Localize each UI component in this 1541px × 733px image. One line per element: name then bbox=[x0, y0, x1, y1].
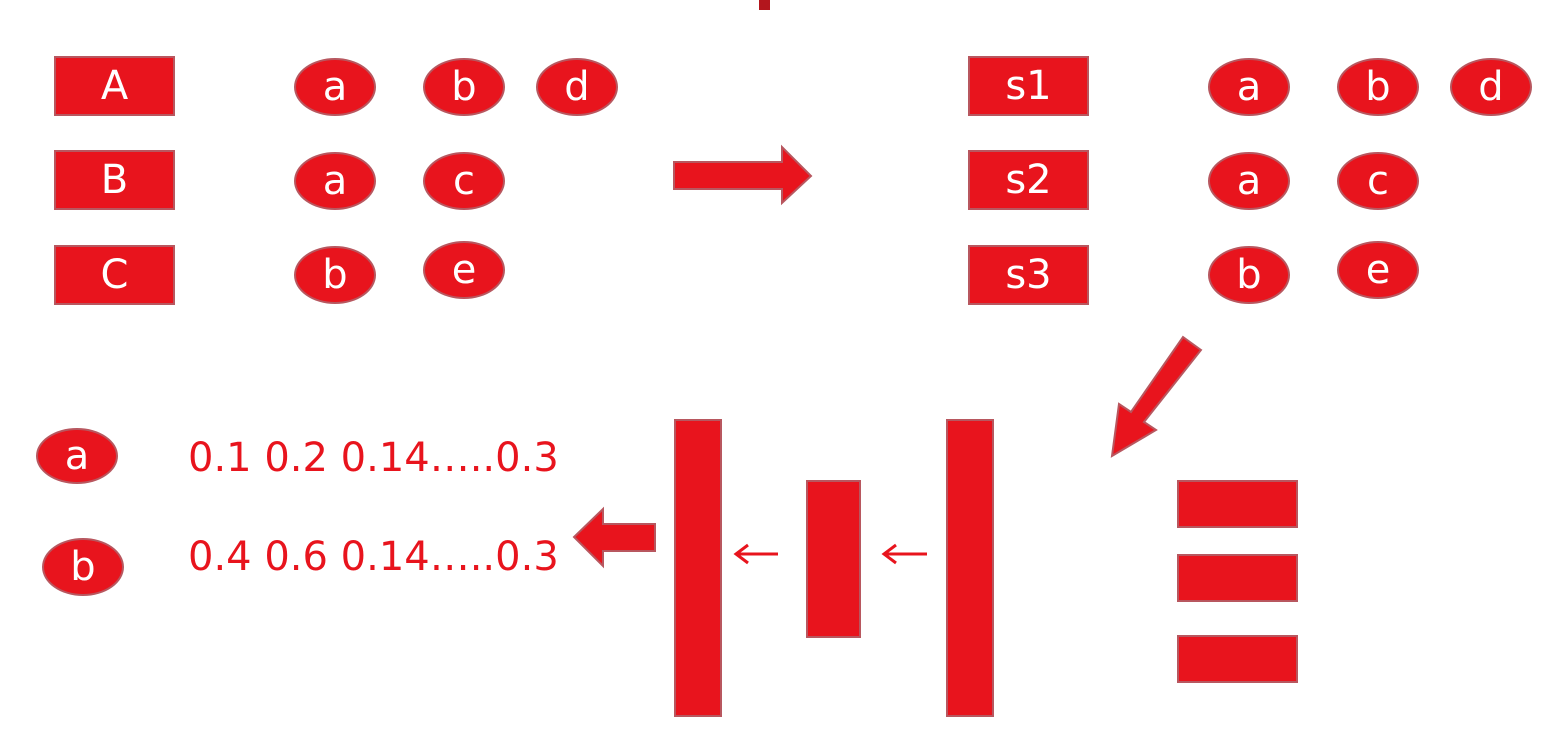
left-row-label-2: B bbox=[54, 150, 175, 210]
embedding-token-b-text: b bbox=[70, 544, 96, 590]
right-row-3-item-1: b bbox=[1208, 246, 1290, 304]
network-input-layer bbox=[946, 419, 994, 717]
right-row-3-item-2-text: e bbox=[1365, 247, 1391, 293]
right-row-label-2-text: s2 bbox=[1005, 157, 1052, 203]
left-row-1-item-3: d bbox=[536, 58, 618, 116]
left-row-1-item-2-text: b bbox=[451, 64, 477, 110]
input-block-3 bbox=[1177, 635, 1298, 683]
left-row-2-item-2-text: c bbox=[453, 158, 475, 204]
left-row-3-item-1: b bbox=[294, 246, 376, 304]
left-row-1-item-1: a bbox=[294, 58, 376, 116]
left-row-1-item-3-text: d bbox=[564, 64, 590, 110]
left-row-2-item-1-text: a bbox=[322, 158, 348, 204]
right-row-2-item-2-text: c bbox=[1367, 158, 1389, 204]
right-row-3-item-2: e bbox=[1337, 241, 1419, 299]
down-left-arrow-icon bbox=[1110, 335, 1203, 458]
embedding-token-b: b bbox=[42, 538, 124, 596]
right-row-label-1-text: s1 bbox=[1005, 63, 1052, 109]
right-row-3-item-1-text: b bbox=[1236, 252, 1262, 298]
network-output-layer bbox=[674, 419, 722, 717]
left-row-label-2-text: B bbox=[100, 157, 129, 203]
left-row-label-1-text: A bbox=[100, 63, 129, 109]
left-row-label-3-text: C bbox=[100, 252, 129, 298]
left-row-2-item-1: a bbox=[294, 152, 376, 210]
right-row-1-item-2-text: b bbox=[1365, 64, 1391, 110]
left-row-3-item-2: e bbox=[423, 241, 505, 299]
left-row-label-1: A bbox=[54, 56, 175, 116]
embedding-token-a: a bbox=[36, 428, 118, 484]
right-row-1-item-2: b bbox=[1337, 58, 1419, 116]
embedding-vector-a: 0.1 0.2 0.14…..0.3 bbox=[188, 435, 559, 481]
left-row-2-item-2: c bbox=[423, 152, 505, 210]
left-row-3-item-2-text: e bbox=[451, 247, 477, 293]
top-edge-mark bbox=[759, 0, 770, 10]
right-row-2-item-2: c bbox=[1337, 152, 1419, 210]
input-block-2 bbox=[1177, 554, 1298, 602]
network-hidden-layer bbox=[806, 480, 861, 638]
right-row-2-item-1: a bbox=[1208, 152, 1290, 210]
right-row-1-item-1-text: a bbox=[1236, 64, 1262, 110]
right-row-label-3: s3 bbox=[968, 245, 1089, 305]
right-row-1-item-3-text: d bbox=[1478, 64, 1504, 110]
left-row-1-item-1-text: a bbox=[322, 64, 348, 110]
right-arrow-icon bbox=[673, 144, 813, 206]
left-row-1-item-2: b bbox=[423, 58, 505, 116]
embedding-token-a-text: a bbox=[64, 433, 90, 479]
right-row-1-item-3: d bbox=[1450, 58, 1532, 116]
right-row-label-1: s1 bbox=[968, 56, 1089, 116]
left-row-3-item-1-text: b bbox=[322, 252, 348, 298]
left-row-label-3: C bbox=[54, 245, 175, 305]
right-row-label-2: s2 bbox=[968, 150, 1089, 210]
left-arrow-icon bbox=[572, 506, 656, 569]
embedding-vector-b: 0.4 0.6 0.14…..0.3 bbox=[188, 534, 559, 580]
right-row-label-3-text: s3 bbox=[1005, 252, 1052, 298]
right-row-2-item-1-text: a bbox=[1236, 158, 1262, 204]
small-left-arrow-icon-1 bbox=[733, 543, 778, 565]
input-block-1 bbox=[1177, 480, 1298, 528]
small-left-arrow-icon-2 bbox=[881, 543, 927, 565]
right-row-1-item-1: a bbox=[1208, 58, 1290, 116]
